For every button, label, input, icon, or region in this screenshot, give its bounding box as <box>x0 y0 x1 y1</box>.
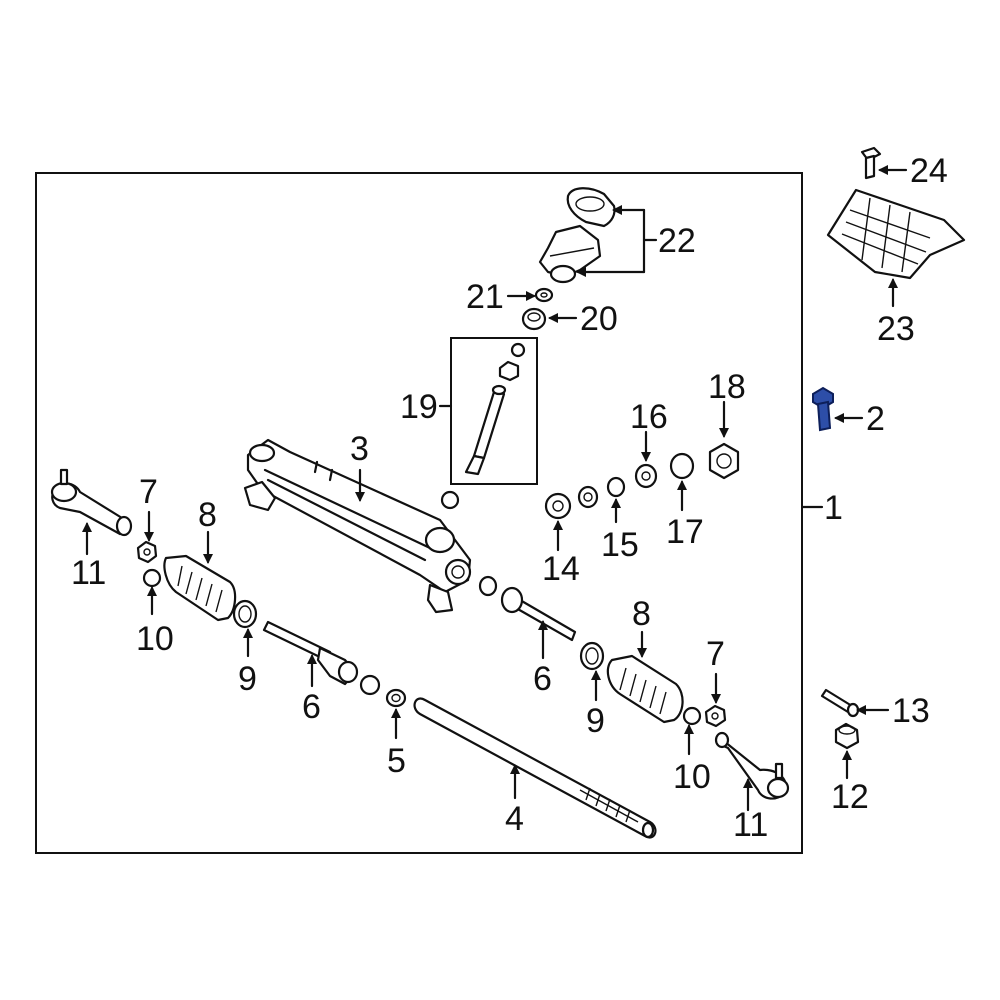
part-18-lock-nut[interactable] <box>708 442 740 480</box>
part-20-seal[interactable] <box>521 307 547 331</box>
part-12-nut[interactable] <box>834 722 860 750</box>
part-8-boot-left[interactable] <box>163 554 237 622</box>
part-17-bushing[interactable] <box>669 452 695 480</box>
callout-10-left: 10 <box>136 620 174 658</box>
part-8-boot-right[interactable] <box>606 654 684 724</box>
part-9-ring-left[interactable] <box>232 599 258 629</box>
part-24-bolt[interactable] <box>860 146 882 180</box>
part-21-ring[interactable] <box>534 287 554 303</box>
callout-23: 23 <box>877 310 915 348</box>
callout-9-left: 9 <box>238 660 257 698</box>
callout-8-left: 8 <box>198 496 217 534</box>
callout-14: 14 <box>542 550 580 588</box>
callout-17: 17 <box>666 513 704 551</box>
part-14-washer[interactable] <box>577 485 599 509</box>
callout-labels: 1 2 3 4 5 6 6 7 7 8 8 9 9 10 10 11 11 12… <box>71 152 948 844</box>
part-19-pinion-shaft[interactable] <box>464 342 526 476</box>
part-2-highlighted-bolt[interactable] <box>812 386 834 432</box>
callout-6-right: 6 <box>533 660 552 698</box>
callout-15: 15 <box>601 526 639 564</box>
part-11-tie-rod-end-left[interactable] <box>50 468 133 537</box>
part-14-bushing[interactable] <box>544 492 572 520</box>
callout-4: 4 <box>505 800 524 838</box>
part-23-heat-shield[interactable] <box>826 188 966 280</box>
part-4-rack-bar[interactable] <box>413 697 657 839</box>
callout-13: 13 <box>892 692 930 730</box>
part-19-small-bushing[interactable] <box>440 490 460 510</box>
callout-9-right: 9 <box>586 702 605 740</box>
part-7-nut-right[interactable] <box>704 704 727 728</box>
part-5-bushing[interactable] <box>385 688 407 708</box>
callout-22: 22 <box>658 222 696 260</box>
callout-11-right: 11 <box>733 806 768 844</box>
callout-10-right: 10 <box>673 758 711 796</box>
part-6-inner-tie-rod-left[interactable] <box>262 620 381 696</box>
callout-1: 1 <box>824 489 843 527</box>
part-10-clamp-right[interactable] <box>682 706 702 726</box>
leader-lines <box>82 165 908 812</box>
callout-11-left: 11 <box>71 554 106 592</box>
callout-6-left: 6 <box>302 688 321 726</box>
part-9-ring-right[interactable] <box>579 641 605 671</box>
part-16-seal[interactable] <box>634 463 658 489</box>
part-11-tie-rod-end-right[interactable] <box>714 731 790 800</box>
callout-7-right: 7 <box>706 635 725 673</box>
callout-5: 5 <box>387 742 406 780</box>
callout-20: 20 <box>580 300 618 338</box>
part-13-pin[interactable] <box>820 688 860 718</box>
callout-24: 24 <box>910 152 948 190</box>
part-10-clamp-left[interactable] <box>142 568 162 588</box>
assembly-frame <box>35 172 803 854</box>
callout-12: 12 <box>831 778 869 816</box>
callout-19: 19 <box>400 388 438 426</box>
part-3-rack-housing[interactable] <box>243 438 472 614</box>
callout-21: 21 <box>466 278 504 316</box>
part-22-cover[interactable] <box>538 187 616 284</box>
callout-3: 3 <box>350 430 369 468</box>
callout-7-left: 7 <box>139 473 158 511</box>
callout-16: 16 <box>630 398 668 436</box>
part-15-bushing[interactable] <box>606 476 626 498</box>
part-7-nut-left[interactable] <box>136 540 158 564</box>
callout-2: 2 <box>866 400 885 438</box>
part-19-kit-box <box>450 337 538 485</box>
callout-18: 18 <box>708 368 746 406</box>
callout-8-right: 8 <box>632 595 651 633</box>
